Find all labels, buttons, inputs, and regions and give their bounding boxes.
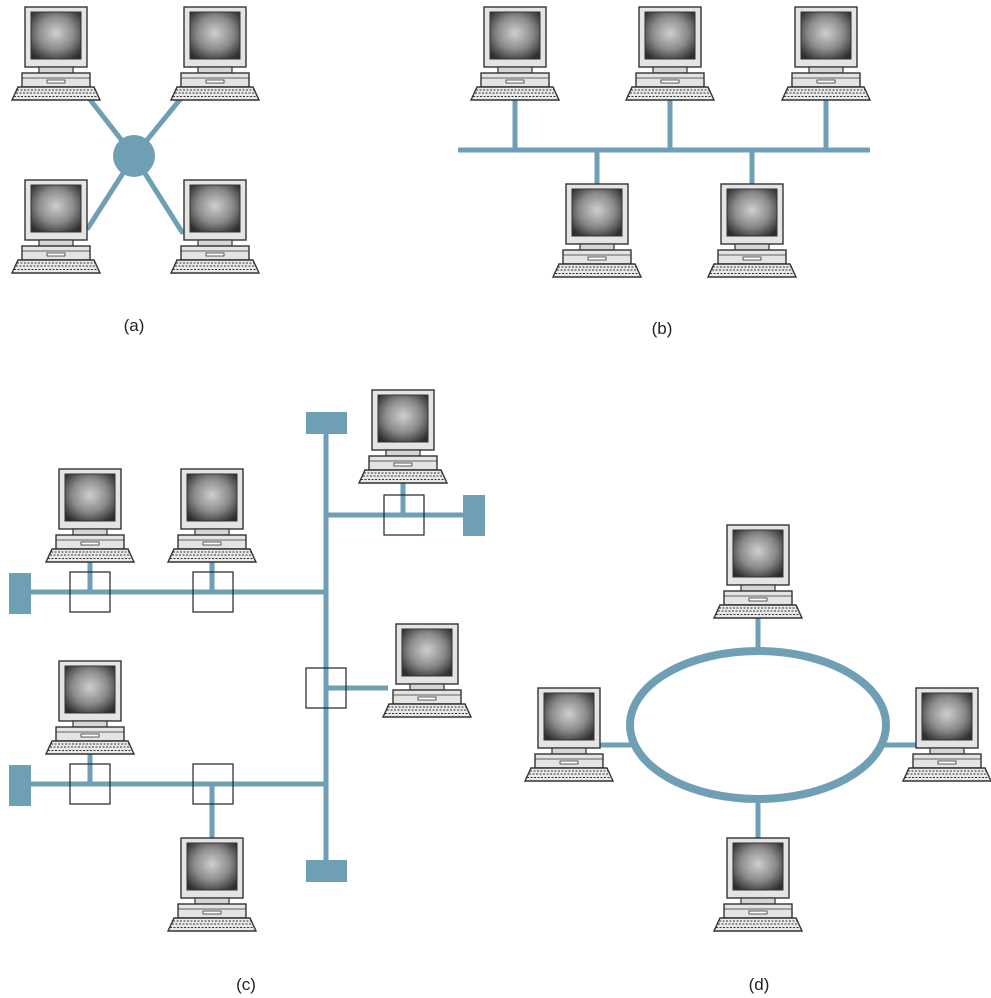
panel-c-tree: (c) [9,389,485,994]
computer-icon [470,6,560,101]
panel-b-bus: (b) [458,6,871,338]
panel-a-star: (a) [11,6,260,335]
computer-icon [902,687,991,782]
computer-icon [625,6,715,101]
tap-box-icon [69,494,425,805]
computer-icon [45,468,135,563]
computer-icon [170,6,260,101]
computer-icon [45,660,135,755]
bus-backbone [458,92,870,186]
computer-icon [382,623,472,718]
computer-icon [358,389,448,484]
computer-icon [170,179,260,274]
computer-icon [552,183,642,278]
panel-label-b: (b) [652,319,673,338]
computer-icon [11,6,101,101]
computer-icon [781,6,871,101]
panel-label-a: (a) [124,316,145,335]
computer-icon [167,468,257,563]
computer-icon [11,179,101,274]
computer-icon [713,837,803,932]
bus-terminator-icon [9,412,485,882]
computer-icon [713,524,803,619]
computer-icon [167,837,257,932]
panel-label-c: (c) [236,975,256,994]
panel-label-d: (d) [749,975,770,994]
panel-d-ring: (d) [524,524,991,994]
ring-links [598,612,920,840]
computer-icon [707,183,797,278]
hub-icon [113,135,155,177]
ring-network [626,647,890,803]
computer-icon [524,687,614,782]
